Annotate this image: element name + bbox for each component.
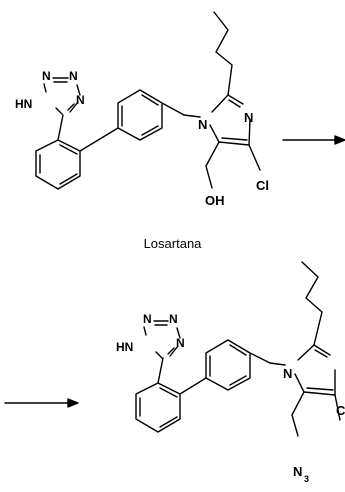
atom-label-n: N [169, 312, 178, 326]
reaction-arrow-bottom [4, 398, 79, 408]
phenyl-ring-lower-top [35, 139, 81, 190]
phenyl-ring-lower-bottom [135, 382, 181, 433]
atom-label-n: N [283, 366, 292, 381]
atom-label-cl: Cl [256, 178, 269, 193]
atom-label-n: N [76, 93, 85, 107]
atom-label-c: C [336, 403, 345, 418]
azide-product-structure [135, 261, 341, 437]
atom-label-n: N [244, 110, 253, 125]
tetrazole-ring-bottom [143, 320, 181, 359]
atom-label-n3: N [293, 464, 302, 479]
compound-name-caption: Losartana [143, 236, 202, 251]
atom-label-hn: HN [116, 340, 133, 354]
losartan-structure [35, 11, 261, 190]
butyl-chain-top [213, 11, 233, 96]
phenyl-ring-upper-top [117, 89, 163, 141]
atom-label-hn: HN [15, 97, 32, 111]
atom-label-n3-subscript: 3 [304, 474, 309, 484]
imidazole-ring-bottom [294, 344, 336, 396]
imidazole-ring-top [209, 94, 251, 146]
butyl-chain-bottom [301, 261, 323, 346]
atom-label-n: N [198, 117, 207, 132]
atom-label-n: N [176, 336, 185, 350]
tetrazole-ring-top [43, 77, 81, 115]
atom-label-n: N [42, 69, 51, 83]
atom-label-oh: OH [205, 193, 225, 208]
atom-label-n: N [69, 69, 78, 83]
reaction-arrow-top [282, 135, 345, 145]
phenyl-ring-upper-bottom [205, 339, 251, 391]
atom-label-n: N [143, 312, 152, 326]
